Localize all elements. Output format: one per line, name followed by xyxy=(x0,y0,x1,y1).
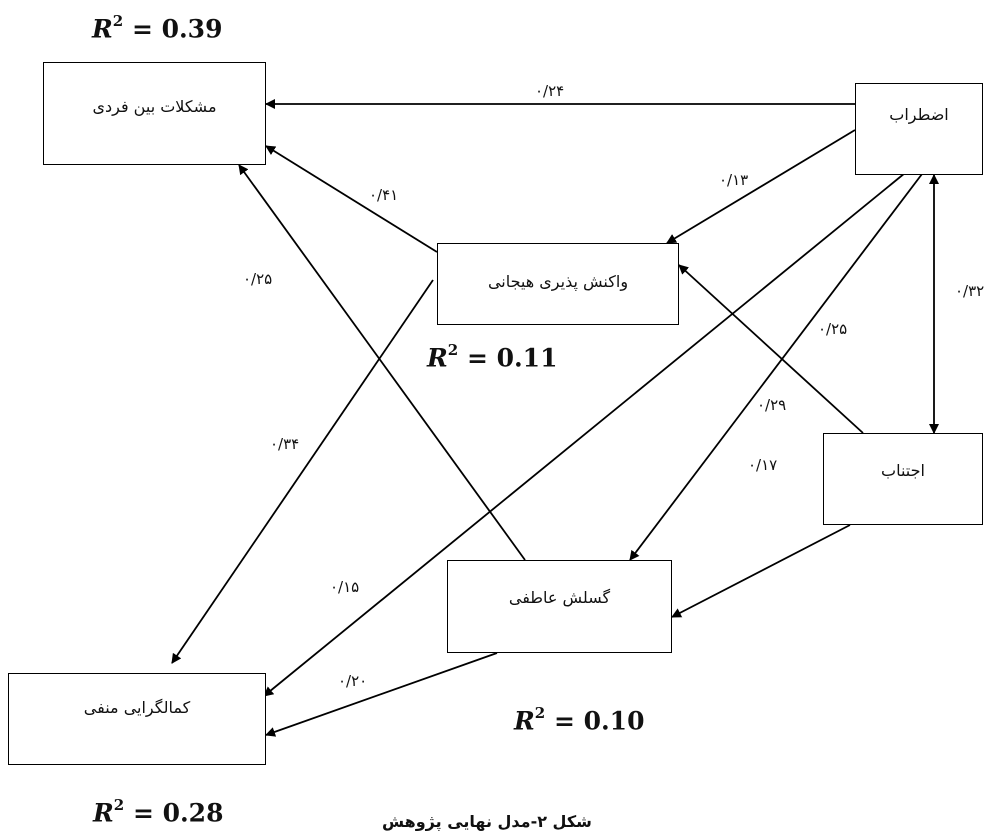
coef-cutoff-interpersonal: ۰/۲۵ xyxy=(243,270,273,288)
node-label: گسلش عاطفی xyxy=(508,588,611,607)
node-anxiety: اضطراب xyxy=(855,83,983,175)
arrow-reactivity-to-interpersonal xyxy=(265,145,438,253)
arrow-reactivity-to-perfectionism xyxy=(171,279,434,664)
node-label: اضطراب xyxy=(889,105,949,124)
r2-value: = 0.28 xyxy=(132,798,224,828)
arrow-avoidance-to-reactivity xyxy=(678,264,864,434)
node-label: اجتناب xyxy=(881,461,925,480)
r2-interpersonal: R2 = 0.39 xyxy=(92,12,223,44)
coef-anxiety-avoidance: ۰/۳۲ xyxy=(955,282,985,300)
node-label: مشکلات بین فردی xyxy=(92,97,217,116)
coef-reactivity-perfectionism: ۰/۳۴ xyxy=(270,435,300,453)
r2-value: = 0.11 xyxy=(466,343,558,373)
r2-reactivity: R2 = 0.11 xyxy=(427,341,558,373)
r2-value: = 0.10 xyxy=(553,706,645,736)
node-label: واکنش پذیری هیجانی xyxy=(487,272,629,291)
arrow-anxiety-to-reactivity xyxy=(666,129,856,244)
arrow-anxiety-to-cutoff xyxy=(629,173,923,561)
arrow-anxiety-to-perfectionism xyxy=(263,172,906,697)
coef-avoidance-cutoff: ۰/۱۷ xyxy=(748,456,778,474)
r2-value: = 0.39 xyxy=(131,14,223,44)
node-emotional-cutoff: گسلش عاطفی xyxy=(447,560,672,653)
arrow-cutoff-to-perfectionism xyxy=(265,652,498,737)
coef-anxiety-reactivity: ۰/۱۳ xyxy=(719,171,749,189)
node-interpersonal-problems: مشکلات بین فردی xyxy=(43,62,266,165)
coef-anxiety-cutoff: ۰/۲۹ xyxy=(757,396,787,414)
node-label: کمالگرایی منفی xyxy=(83,698,191,717)
coef-perfectionism-path: ۰/۱۵ xyxy=(330,578,360,596)
coef-cutoff-perfectionism: ۰/۲۰ xyxy=(338,672,368,690)
node-avoidance: اجتناب xyxy=(823,433,983,525)
figure-caption: شکل ۲-مدل نهایی پژوهش xyxy=(382,812,592,831)
coef-anxiety-interpersonal: ۰/۲۴ xyxy=(535,82,565,100)
node-emotional-reactivity: واکنش پذیری هیجانی xyxy=(437,243,679,325)
arrow-avoidance-to-cutoff xyxy=(671,524,851,618)
r2-cutoff: R2 = 0.10 xyxy=(514,704,645,736)
node-negative-perfectionism: کمالگرایی منفی xyxy=(8,673,266,765)
coef-reactivity-interpersonal: ۰/۴۱ xyxy=(369,186,399,204)
r2-perfectionism: R2 = 0.28 xyxy=(93,796,224,828)
arrow-cutoff-to-interpersonal xyxy=(238,164,526,561)
coef-anxiety-perfectionism: ۰/۲۵ xyxy=(818,320,848,338)
